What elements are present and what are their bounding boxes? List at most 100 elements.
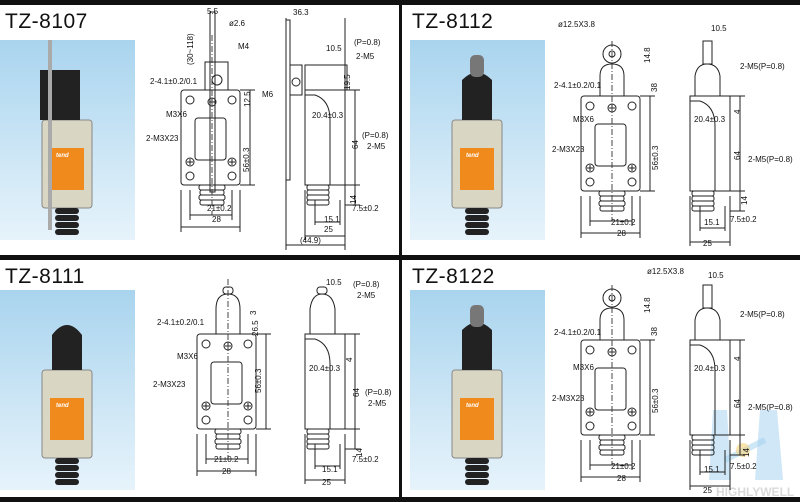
dimension-label: 21±0.2 xyxy=(207,204,232,213)
dimension-label: 25 xyxy=(322,478,331,487)
dimension-label: 26.5 xyxy=(251,320,260,336)
dimension-label: (P=0.8) xyxy=(353,280,380,289)
side-view xyxy=(304,286,360,484)
model-title: TZ-8107 xyxy=(5,10,88,33)
dimension-label: 64 xyxy=(733,151,742,160)
dimension-label: 64 xyxy=(351,140,360,149)
dimension-label: 4 xyxy=(733,109,742,114)
model-title: TZ-8112 xyxy=(412,10,494,33)
dimension-label: 21±0.2 xyxy=(611,218,636,227)
front-view xyxy=(180,11,255,232)
dimension-label: M3X6 xyxy=(573,115,594,124)
dimension-label: 19.5 xyxy=(343,74,352,90)
dimension-label: 20.4±0.3 xyxy=(694,364,726,373)
dimension-label: 20.4±0.3 xyxy=(309,364,341,373)
dimension-label: 14 xyxy=(742,448,751,457)
dimension-label: (P=0.8) xyxy=(362,131,389,140)
dimension-label: 2-M5 xyxy=(368,399,387,408)
dimension-label: (30~118) xyxy=(186,33,195,65)
dimension-label: 2-M5(P=0.8) xyxy=(748,403,793,412)
dimension-label: 2-4.1±0.2/0.1 xyxy=(157,318,205,327)
dimension-label: 15.1 xyxy=(704,218,720,227)
side-view xyxy=(689,284,745,490)
dimension-label: 2-M5 xyxy=(367,142,386,151)
dimension-label: 14 xyxy=(349,195,358,204)
dimension-label: 4 xyxy=(345,357,354,362)
watermark-text: HIGHLYWELL xyxy=(716,485,795,499)
dimension-label: 56±0.3 xyxy=(651,388,660,413)
vertical-divider xyxy=(399,0,402,502)
svg-text:tend: tend xyxy=(56,153,69,159)
svg-text:tend: tend xyxy=(466,153,479,159)
model-title: TZ-8111 xyxy=(5,265,85,288)
dimension-label: 4 xyxy=(733,356,742,361)
switch-photo: tend xyxy=(451,55,503,235)
dimension-label: 28 xyxy=(617,474,626,483)
dimension-label: M3X6 xyxy=(177,352,198,361)
front-view xyxy=(196,279,271,476)
svg-text:tend: tend xyxy=(56,403,69,409)
side-view xyxy=(689,40,745,246)
dimension-label: 38 xyxy=(650,83,659,92)
dimension-label: 10.5 xyxy=(708,271,724,280)
dimension-label: 10.5 xyxy=(711,24,727,33)
dimension-label: 2-M5(P=0.8) xyxy=(748,155,793,164)
dimension-label: M3X6 xyxy=(573,363,594,372)
switch-photo: tend xyxy=(40,40,93,235)
dimension-label: 12.5 xyxy=(243,91,252,107)
dimension-label: ø12.5X3.8 xyxy=(558,20,595,29)
dimension-label: M3X6 xyxy=(166,110,187,119)
dimension-label: 25 xyxy=(324,225,333,234)
dimension-label: 15.1 xyxy=(704,465,720,474)
dimension-label: 2-M3X23 xyxy=(552,145,585,154)
side-view xyxy=(285,18,360,250)
dimension-label: (44.9) xyxy=(300,236,321,245)
dimension-label: 56±0.3 xyxy=(242,147,251,172)
dimension-label: 2-M5 xyxy=(356,52,375,61)
dimension-label: 56±0.3 xyxy=(651,145,660,170)
dimension-label: 2-M3X23 xyxy=(153,380,186,389)
switch-photo: tend xyxy=(41,325,93,485)
dimension-label: 14.8 xyxy=(643,47,652,63)
dimension-label: 28 xyxy=(617,229,626,238)
dimension-label: 15.1 xyxy=(322,465,338,474)
dimension-label: 20.4±0.3 xyxy=(694,115,726,124)
dimension-label: 2-M5 xyxy=(357,291,376,300)
front-view xyxy=(580,285,655,482)
dimension-label: 2-4.1±0.2/0.1 xyxy=(554,81,602,90)
dimension-label: 28 xyxy=(222,467,231,476)
svg-text:tend: tend xyxy=(466,403,479,409)
dimension-label: 2-M5(P=0.8) xyxy=(740,62,785,71)
dimension-label: 38 xyxy=(650,327,659,336)
dimension-label: M6 xyxy=(262,90,274,99)
dimension-label: M4 xyxy=(238,42,250,51)
dimension-label: 20.4±0.3 xyxy=(312,111,344,120)
dimension-label: 2-M3X23 xyxy=(552,394,585,403)
dimension-label: 25 xyxy=(703,486,712,495)
dimension-label: ø2.6 xyxy=(229,19,246,28)
dimension-label: ø12.5X3.8 xyxy=(647,267,684,276)
dimension-label: 7.5±0.2 xyxy=(352,455,379,464)
dimension-label: 14.8 xyxy=(643,297,652,313)
dimension-label: 2-4.1±0.2/0.1 xyxy=(150,77,198,86)
dimension-label: 21±0.2 xyxy=(214,455,239,464)
dimension-label: 5.5 xyxy=(207,7,219,16)
dimension-label: 28 xyxy=(212,215,221,224)
dimension-label: 2-4.1±0.2/0.1 xyxy=(554,328,602,337)
dimension-label: 3 xyxy=(249,310,258,315)
dimension-label: 10.5 xyxy=(326,278,342,287)
model-title: TZ-8122 xyxy=(412,265,495,288)
dimension-label: 64 xyxy=(352,388,361,397)
front-view xyxy=(580,41,655,238)
dimension-label: 7.5±0.2 xyxy=(730,462,757,471)
dimension-label: 15.1 xyxy=(324,215,340,224)
dimension-label: 25 xyxy=(703,239,712,248)
dimension-label: (P=0.8) xyxy=(354,38,381,47)
dimension-label: 7.5±0.2 xyxy=(730,215,757,224)
switch-photo: tend xyxy=(451,305,503,485)
dimension-label: 21±0.2 xyxy=(611,462,636,471)
dimension-label: 10.5 xyxy=(326,44,342,53)
dimension-label: 14 xyxy=(740,196,749,205)
dimension-label: 56±0.3 xyxy=(254,368,263,393)
